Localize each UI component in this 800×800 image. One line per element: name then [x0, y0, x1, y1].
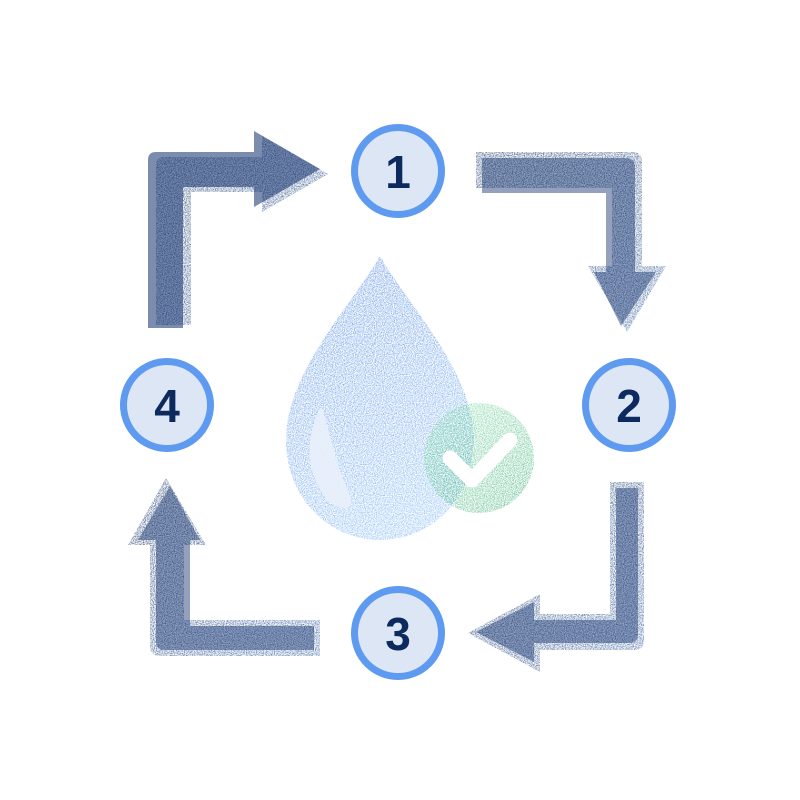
step-1-number: 1	[385, 146, 411, 198]
step-4: 4	[120, 358, 214, 452]
step-3: 3	[351, 586, 445, 680]
step-4-circle	[127, 365, 207, 445]
arrow-2-to-3	[468, 482, 644, 672]
step-4-number: 4	[154, 380, 180, 432]
arrow-1-to-2	[476, 152, 666, 332]
check-badge	[424, 403, 534, 513]
step-3-number: 3	[385, 608, 411, 660]
arrow-3-to-4	[128, 478, 320, 656]
step-3-circle	[358, 593, 438, 673]
step-1-circle	[358, 131, 438, 211]
step-2: 2	[582, 358, 676, 452]
arrow-4-to-1	[148, 131, 328, 328]
step-2-circle	[589, 365, 669, 445]
step-2-number: 2	[616, 380, 642, 432]
drop-highlight	[309, 407, 352, 509]
checkmark-icon	[442, 432, 518, 488]
step-1: 1	[351, 124, 445, 218]
